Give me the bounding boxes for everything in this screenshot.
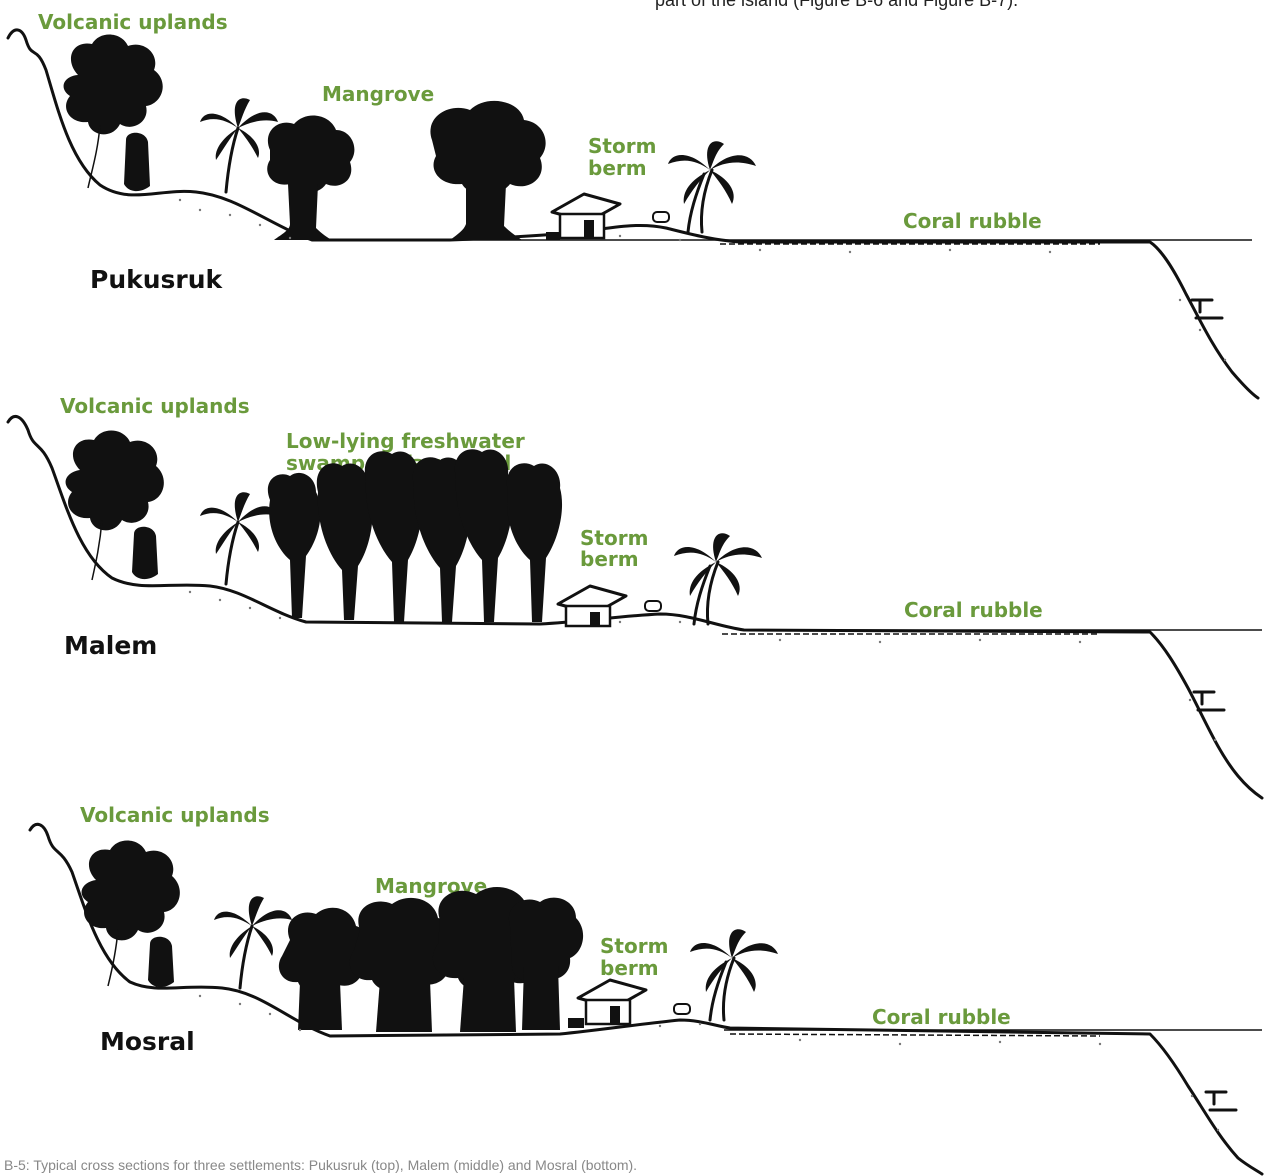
- figure-caption: B-5: Typical cross sections for three se…: [4, 1157, 637, 1173]
- upland-shrub: [132, 527, 158, 579]
- site-name: Malem: [64, 631, 157, 660]
- mangrove-cluster: [279, 887, 583, 1032]
- vehicle: [645, 601, 661, 611]
- rubble-band: [730, 1034, 1100, 1036]
- label-volcanic-uplands: Volcanic uplands: [80, 803, 270, 827]
- palm-tree: [668, 141, 756, 232]
- palm-tree: [200, 98, 278, 192]
- swamp-forest: [268, 449, 562, 622]
- ground-profile: [8, 416, 1262, 798]
- label-volcanic-uplands: Volcanic uplands: [38, 10, 228, 34]
- palm-tree: [674, 533, 762, 624]
- label-vegetation: Mangrove: [322, 82, 434, 106]
- mangrove-tree: [430, 101, 545, 240]
- palm-tree: [690, 929, 778, 1020]
- label-berm: berm: [580, 547, 639, 571]
- label-coral-rubble: Coral rubble: [904, 598, 1043, 622]
- house: [558, 586, 626, 626]
- vehicle: [674, 1004, 690, 1014]
- reef-coral: [1206, 1092, 1236, 1110]
- panel-mosral: Volcanic uplands Mangrove Storm berm Cor…: [30, 803, 1262, 1174]
- site-name: Pukusruk: [90, 265, 224, 294]
- vehicle: [653, 212, 669, 222]
- upland-tree-trunk: [92, 520, 102, 580]
- sand-specks: [199, 995, 1219, 1131]
- palm-tree: [214, 896, 292, 988]
- label-berm: berm: [588, 156, 647, 180]
- label-vegetation-line-1: Low-lying freshwater: [286, 429, 525, 453]
- label-coral-rubble: Coral rubble: [903, 209, 1042, 233]
- upland-tree: [82, 840, 180, 940]
- label-storm: Storm: [588, 134, 656, 158]
- label-storm: Storm: [600, 934, 668, 958]
- upland-shrub: [148, 937, 174, 987]
- panel-pukusruk: Volcanic uplands Mangrove Storm berm Cor…: [8, 10, 1258, 398]
- upland-tree: [64, 34, 163, 134]
- house: [568, 980, 646, 1028]
- mangrove-tree: [267, 115, 354, 240]
- label-coral-rubble: Coral rubble: [872, 1005, 1011, 1029]
- ground-profile: [30, 824, 1262, 1174]
- label-berm: berm: [600, 956, 659, 980]
- label-volcanic-uplands: Volcanic uplands: [60, 394, 250, 418]
- upland-shrub: [124, 133, 150, 191]
- sand-specks: [189, 591, 1216, 741]
- panel-malem: Volcanic uplands Low-lying freshwater sw…: [8, 394, 1262, 798]
- house: [546, 194, 620, 240]
- ground-profile: [8, 30, 1258, 398]
- palm-tree: [200, 492, 278, 584]
- top-note: part of the island (Figure B-6 and Figur…: [655, 0, 1018, 10]
- upland-tree: [66, 430, 164, 530]
- site-name: Mosral: [100, 1027, 195, 1056]
